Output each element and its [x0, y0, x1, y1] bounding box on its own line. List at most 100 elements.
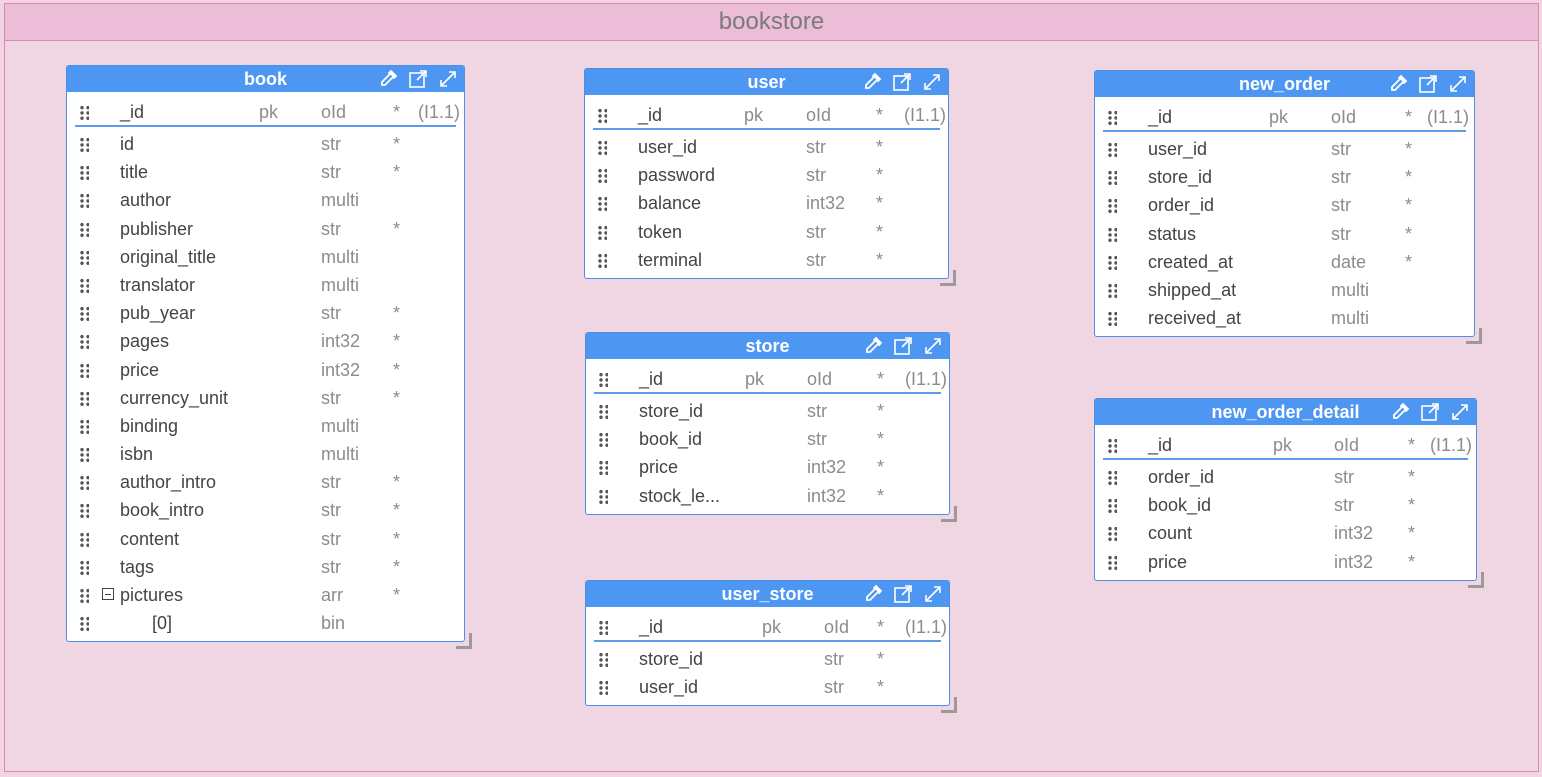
field-row[interactable]: [0] bin — [75, 609, 456, 637]
field-row[interactable]: balance int32 * — [593, 189, 940, 217]
drag-handle-icon[interactable] — [598, 460, 608, 477]
field-row[interactable]: pictures arr * — [75, 581, 456, 609]
field-row[interactable]: password str * — [593, 161, 940, 189]
field-row[interactable]: pages int32 * — [75, 327, 456, 355]
expand-icon[interactable] — [1450, 402, 1470, 422]
field-row[interactable]: _id pk oId * (I1.1) — [1103, 103, 1469, 132]
entity-header[interactable]: book — [67, 66, 464, 92]
entity-header[interactable]: store — [586, 333, 949, 359]
field-row[interactable]: _id pk oId * (I1.1) — [594, 613, 947, 642]
drag-handle-icon[interactable] — [79, 137, 89, 153]
drag-handle-icon[interactable] — [79, 362, 89, 379]
drag-handle-icon[interactable] — [1107, 142, 1117, 158]
drag-handle-icon[interactable] — [597, 140, 607, 156]
drag-handle-icon[interactable] — [79, 306, 89, 323]
expand-icon[interactable] — [923, 336, 943, 356]
field-row[interactable]: publisher str * — [75, 215, 456, 243]
drag-handle-icon[interactable] — [597, 224, 607, 241]
field-row[interactable]: pub_year str * — [75, 299, 456, 327]
expand-icon[interactable] — [923, 584, 943, 604]
entity-new-order-detail[interactable]: new_order_detail _id pk oId * (I1.1) ord… — [1094, 398, 1484, 588]
drag-handle-icon[interactable] — [597, 108, 607, 124]
field-row[interactable]: terminal str * — [593, 246, 940, 274]
expand-icon[interactable] — [1448, 74, 1468, 94]
entity-header[interactable]: new_order — [1095, 71, 1474, 97]
drag-handle-icon[interactable] — [1107, 226, 1117, 243]
entity-new-order[interactable]: new_order _id pk oId * (I1.1) user_id st… — [1094, 70, 1482, 345]
drag-handle-icon[interactable] — [597, 196, 607, 213]
eyedropper-icon[interactable] — [1390, 402, 1410, 422]
field-row[interactable]: original_title multi — [75, 243, 456, 271]
entity-user[interactable]: user _id pk oId * (I1.1) user_id str * — [584, 68, 956, 286]
field-row[interactable]: price int32 * — [594, 453, 941, 481]
drag-handle-icon[interactable] — [597, 168, 607, 185]
resize-handle[interactable] — [941, 505, 957, 522]
eyedropper-icon[interactable] — [863, 584, 883, 604]
drag-handle-icon[interactable] — [598, 620, 608, 636]
expand-icon[interactable] — [438, 69, 458, 89]
open-external-icon[interactable] — [1420, 402, 1440, 422]
open-external-icon[interactable] — [893, 584, 913, 604]
field-row[interactable]: title str * — [75, 158, 456, 186]
field-row[interactable]: currency_unit str * — [75, 384, 456, 412]
resize-handle[interactable] — [941, 697, 957, 714]
drag-handle-icon[interactable] — [598, 432, 608, 449]
field-row[interactable]: author_intro str * — [75, 468, 456, 496]
entity-header[interactable]: new_order_detail — [1095, 399, 1476, 425]
entity-store[interactable]: store _id pk oId * (I1.1) store_id str * — [585, 332, 957, 522]
drag-handle-icon[interactable] — [1107, 470, 1117, 486]
drag-handle-icon[interactable] — [79, 531, 89, 548]
field-row[interactable]: user_id str * — [593, 133, 940, 161]
expand-icon[interactable] — [922, 72, 942, 92]
drag-handle-icon[interactable] — [598, 652, 608, 668]
drag-handle-icon[interactable] — [598, 404, 608, 420]
field-row[interactable]: id str * — [75, 130, 456, 158]
field-row[interactable]: shipped_at multi — [1103, 276, 1466, 304]
drag-handle-icon[interactable] — [598, 680, 608, 697]
field-row[interactable]: translator multi — [75, 271, 456, 299]
drag-handle-icon[interactable] — [1107, 198, 1117, 215]
drag-handle-icon[interactable] — [1107, 554, 1117, 571]
field-row[interactable]: order_id str * — [1103, 463, 1468, 491]
field-row[interactable]: received_at multi — [1103, 304, 1466, 332]
field-row[interactable]: _id pk oId * (I1.1) — [1103, 431, 1472, 460]
eyedropper-icon[interactable] — [1388, 74, 1408, 94]
resize-handle[interactable] — [1468, 571, 1484, 588]
open-external-icon[interactable] — [408, 69, 428, 89]
drag-handle-icon[interactable] — [79, 616, 89, 633]
field-row[interactable]: user_id str * — [594, 673, 941, 701]
field-row[interactable]: stock_le... int32 * — [594, 482, 941, 510]
field-row[interactable]: book_id str * — [1103, 491, 1468, 519]
resize-handle[interactable] — [456, 633, 472, 650]
field-row[interactable]: isbn multi — [75, 440, 456, 468]
entity-book[interactable]: book _id pk oId * (I1.1) id str * t — [66, 65, 472, 650]
drag-handle-icon[interactable] — [79, 221, 89, 238]
resize-handle[interactable] — [940, 269, 956, 286]
field-row[interactable]: _id pk oId * (I1.1) — [594, 365, 947, 394]
collapse-icon[interactable] — [102, 588, 114, 600]
field-row[interactable]: created_at date * — [1103, 248, 1466, 276]
field-row[interactable]: book_id str * — [594, 425, 941, 453]
field-row[interactable]: order_id str * — [1103, 191, 1466, 219]
drag-handle-icon[interactable] — [79, 447, 89, 464]
drag-handle-icon[interactable] — [79, 277, 89, 294]
field-row[interactable]: price int32 * — [1103, 548, 1468, 576]
drag-handle-icon[interactable] — [79, 249, 89, 266]
field-row[interactable]: author multi — [75, 186, 456, 214]
drag-handle-icon[interactable] — [597, 252, 607, 269]
drag-handle-icon[interactable] — [79, 193, 89, 210]
field-row[interactable]: token str * — [593, 218, 940, 246]
field-row[interactable]: content str * — [75, 525, 456, 553]
drag-handle-icon[interactable] — [79, 588, 89, 604]
field-row[interactable]: book_intro str * — [75, 496, 456, 524]
drag-handle-icon[interactable] — [1107, 311, 1117, 328]
drag-handle-icon[interactable] — [1107, 254, 1117, 271]
open-external-icon[interactable] — [1418, 74, 1438, 94]
drag-handle-icon[interactable] — [1107, 438, 1117, 454]
drag-handle-icon[interactable] — [1107, 498, 1117, 515]
drag-handle-icon[interactable] — [79, 418, 89, 435]
drag-handle-icon[interactable] — [1107, 526, 1117, 543]
field-row[interactable]: count int32 * — [1103, 519, 1468, 547]
drag-handle-icon[interactable] — [598, 488, 608, 505]
resize-handle[interactable] — [1466, 328, 1482, 345]
